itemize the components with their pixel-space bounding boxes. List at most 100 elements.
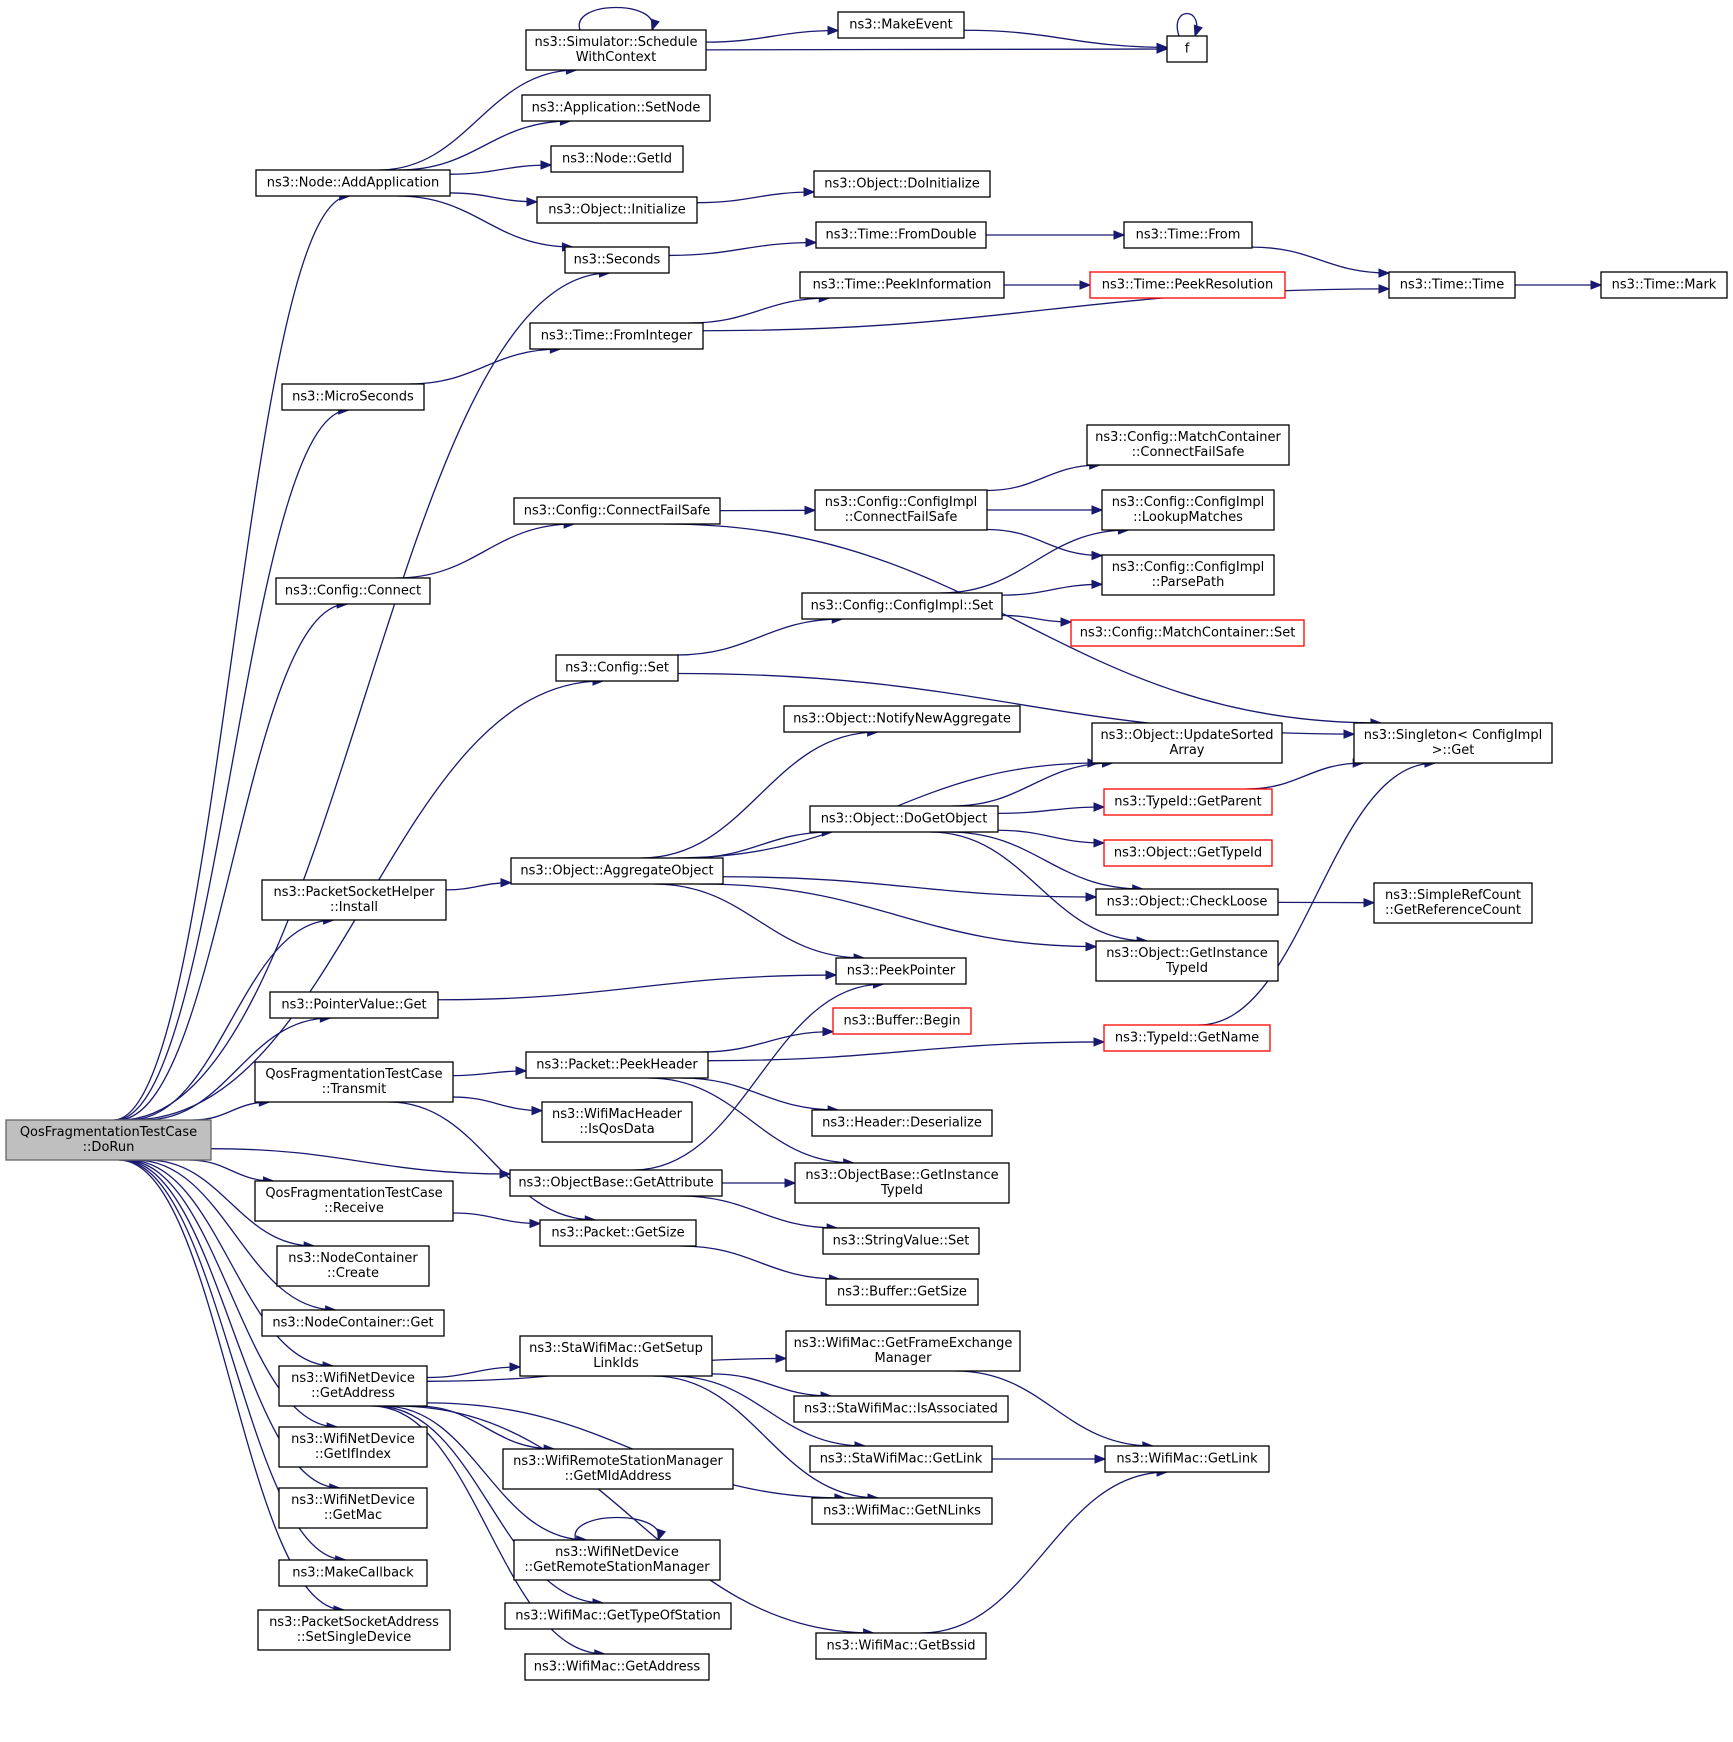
node-nodegetid[interactable]: ns3::Node::GetId: [550, 145, 684, 173]
node-cfgconnfs[interactable]: ns3::Config::ConnectFailSafe: [513, 497, 721, 525]
node-transmit[interactable]: QosFragmentationTestCase::Transmit: [254, 1061, 454, 1103]
node-isassoc[interactable]: ns3::StaWifiMac::IsAssociated: [793, 1395, 1009, 1423]
node-addapp[interactable]: ns3::Node::AddApplication: [255, 169, 451, 197]
node-microseconds[interactable]: ns3::MicroSeconds: [281, 383, 425, 411]
node-getrefcount[interactable]: ns3::SimpleRefCount::GetReferenceCount: [1373, 882, 1533, 924]
node-fromdouble[interactable]: ns3::Time::FromDouble: [815, 221, 987, 249]
node-dorun[interactable]: QosFragmentationTestCase::DoRun: [5, 1119, 212, 1161]
node-peekheader[interactable]: ns3::Packet::PeekHeader: [525, 1051, 709, 1079]
edge-line: [986, 528, 1103, 557]
node-implset[interactable]: ns3::Config::ConfigImpl::Set: [801, 592, 1003, 620]
edge-line: [449, 192, 538, 203]
node-wndgetaddr[interactable]: ns3::WifiNetDevice::GetAddress: [278, 1365, 428, 1407]
edge-arrowhead: [775, 1353, 788, 1364]
edge-cfgconnect-to-cfgconnfs: [395, 519, 576, 579]
node-timemark[interactable]: ns3::Time::Mark: [1600, 271, 1728, 299]
node-f[interactable]: f: [1166, 35, 1208, 63]
edge-implset-to-parsepath: [1001, 579, 1104, 596]
edge-implconnfs-to-lookup: [987, 505, 1104, 515]
node-label: ns3::Object::DoGetObject: [821, 812, 988, 827]
node-checkloose[interactable]: ns3::Object::CheckLoose: [1095, 888, 1279, 916]
node-box: [521, 94, 711, 122]
node-aggregate[interactable]: ns3::Object::AggregateObject: [510, 857, 724, 885]
node-getparent[interactable]: ns3::TypeId::GetParent: [1103, 788, 1273, 816]
node-isqos[interactable]: ns3::WifiMacHeader::IsQosData: [541, 1101, 693, 1143]
node-bufgetsize[interactable]: ns3::Buffer::GetSize: [825, 1278, 979, 1306]
node-singleton[interactable]: ns3::Singleton< ConfigImpl >::Get: [1353, 722, 1553, 764]
node-label: ::GetRemoteStationManager: [524, 1560, 710, 1575]
node-timefrom[interactable]: ns3::Time::From: [1123, 221, 1253, 249]
node-box: [832, 1007, 972, 1035]
edge-arrowhead: [1093, 1037, 1106, 1047]
node-makeevent[interactable]: ns3::MakeEvent: [837, 11, 965, 39]
node-nccreate[interactable]: ns3::NodeContainer::Create: [276, 1245, 430, 1287]
node-frominteger[interactable]: ns3::Time::FromInteger: [529, 322, 704, 350]
node-pktgetsize[interactable]: ns3::Packet::GetSize: [539, 1219, 697, 1247]
node-implconnfs[interactable]: ns3::Config::ConfigImpl::ConnectFailSafe: [814, 489, 988, 531]
node-stagetlink[interactable]: ns3::StaWifiMac::GetLink: [809, 1445, 993, 1473]
node-psinstall[interactable]: ns3::PacketSocketHelper::Install: [261, 879, 447, 921]
node-label: ns3::Time::From: [1136, 228, 1241, 243]
node-notifynew[interactable]: ns3::Object::NotifyNewAggregate: [783, 705, 1021, 733]
node-getattr[interactable]: ns3::ObjectBase::GetAttribute: [509, 1169, 723, 1197]
node-peekres[interactable]: ns3::Time::PeekResolution: [1089, 271, 1286, 299]
node-label: ns3::MicroSeconds: [292, 390, 414, 405]
node-objdoinit[interactable]: ns3::Object::DoInitialize: [813, 170, 991, 198]
edge-wndgetaddr-to-getbssid: [395, 1405, 875, 1638]
node-gettypename[interactable]: ns3::TypeId::GetName: [1103, 1024, 1271, 1052]
node-parsepath[interactable]: ns3::Config::ConfigImpl::ParsePath: [1101, 554, 1275, 596]
node-getbssid[interactable]: ns3::WifiMac::GetBssid: [815, 1632, 987, 1660]
node-objinit[interactable]: ns3::Object::Initialize: [536, 196, 698, 224]
node-box: [1353, 722, 1553, 764]
edge-line: [680, 1077, 839, 1111]
node-makecb[interactable]: ns3::MakeCallback: [278, 1559, 428, 1587]
node-label: ns3::Simulator::Schedule: [534, 35, 697, 50]
edge-f-to-f: [1176, 12, 1203, 38]
edge-arrowhead: [650, 18, 660, 32]
node-getnlinks[interactable]: ns3::WifiMac::GetNLinks: [811, 1497, 993, 1525]
nodes-layer: QosFragmentationTestCase::DoRunns3::Node…: [5, 11, 1728, 1681]
node-label: ns3::WifiMac::GetFrameExchange: [794, 1336, 1013, 1351]
node-box: [525, 29, 707, 71]
node-setsingle[interactable]: ns3::PacketSocketAddress::SetSingleDevic…: [257, 1609, 451, 1651]
node-mcconnfs[interactable]: ns3::Config::MatchContainer::ConnectFail…: [1086, 424, 1290, 466]
node-macgetaddr[interactable]: ns3::WifiMac::GetAddress: [524, 1653, 710, 1681]
edge-line: [426, 1366, 521, 1379]
node-appsetnode[interactable]: ns3::Application::SetNode: [521, 94, 711, 122]
node-macgetlink[interactable]: ns3::WifiMac::GetLink: [1104, 1445, 1270, 1473]
node-label: ns3::Config::ConfigImpl::Set: [811, 599, 994, 614]
node-box: [793, 1395, 1009, 1423]
node-lookup[interactable]: ns3::Config::ConfigImpl::LookupMatches: [1101, 489, 1275, 531]
node-dogetobj[interactable]: ns3::Object::DoGetObject: [809, 805, 999, 833]
node-getmld[interactable]: ns3::WifiRemoteStationManager::GetMldAdd…: [502, 1448, 734, 1490]
node-deserialize[interactable]: ns3::Header::Deserialize: [811, 1109, 993, 1137]
node-peekpointer[interactable]: ns3::PeekPointer: [835, 957, 967, 985]
node-cfgset[interactable]: ns3::Config::Set: [555, 654, 679, 682]
node-timetime[interactable]: ns3::Time::Time: [1388, 271, 1516, 299]
edge-arrowhead: [1113, 230, 1126, 240]
node-getrsm[interactable]: ns3::WifiNetDevice::GetRemoteStationMana…: [513, 1539, 721, 1581]
node-strvalset[interactable]: ns3::StringValue::Set: [822, 1227, 980, 1255]
node-ptrget[interactable]: ns3::PointerValue::Get: [269, 991, 439, 1019]
node-objgettypeid[interactable]: ns3::Object::GetTypeId: [1103, 839, 1273, 867]
node-mcset[interactable]: ns3::Config::MatchContainer::Set: [1070, 619, 1305, 647]
node-ncget[interactable]: ns3::NodeContainer::Get: [261, 1309, 445, 1337]
node-bufbegin[interactable]: ns3::Buffer::Begin: [832, 1007, 972, 1035]
node-gettypeofsta[interactable]: ns3::WifiMac::GetTypeOfStation: [504, 1602, 732, 1630]
node-getifindex[interactable]: ns3::WifiNetDevice::GetIfIndex: [278, 1426, 428, 1468]
node-seconds[interactable]: ns3::Seconds: [564, 246, 670, 274]
node-peekinfo[interactable]: ns3::Time::PeekInformation: [799, 271, 1005, 299]
node-label: ns3::Object::NotifyNewAggregate: [793, 712, 1011, 727]
edge-line: [452, 1212, 541, 1225]
node-receive[interactable]: QosFragmentationTestCase::Receive: [254, 1180, 454, 1222]
node-getmac[interactable]: ns3::WifiNetDevice::GetMac: [278, 1487, 428, 1529]
node-box: [278, 1487, 428, 1529]
node-cfgconnect[interactable]: ns3::Config::Connect: [275, 577, 431, 605]
edge-aggregate-to-peekpointer: [653, 883, 866, 963]
